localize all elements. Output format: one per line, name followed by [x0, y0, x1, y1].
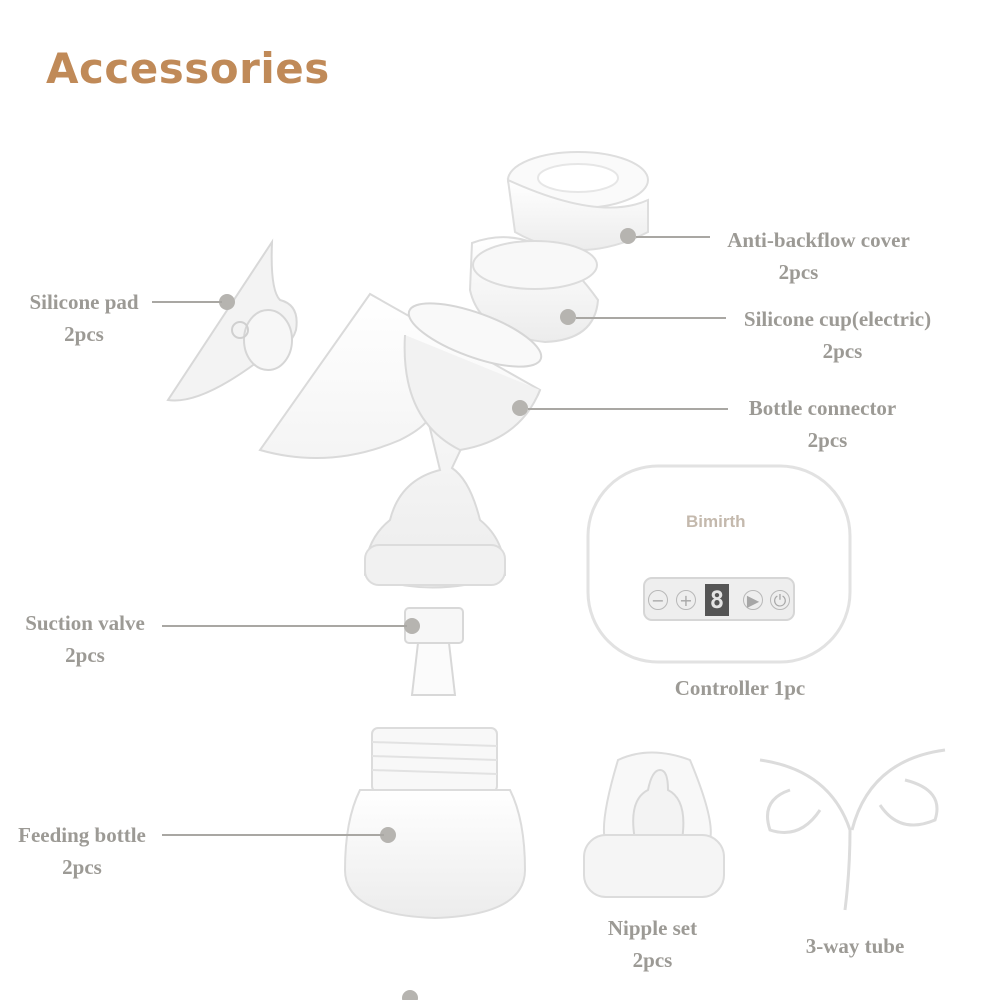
- digit-display: 8: [705, 584, 729, 616]
- feeding-bottle-leader: [162, 834, 384, 836]
- power-icon: ⏻: [770, 590, 790, 610]
- label-three-way-tube: 3-way tube: [785, 930, 925, 962]
- label-name: Suction valve: [25, 611, 145, 635]
- controller-image: [586, 464, 852, 664]
- bottom-marker-dot: [402, 990, 418, 1000]
- suction-valve-image: [404, 607, 464, 696]
- label-anti-backflow-cover: Anti-backflow cover 2pcs: [706, 224, 931, 288]
- label-silicone-pad: Silicone pad 2pcs: [14, 286, 154, 350]
- label-qty: 2pcs: [64, 322, 104, 346]
- anti-backflow-cover-dot: [620, 228, 636, 244]
- feeding-bottle-dot: [380, 827, 396, 843]
- silicone-cup-leader: [576, 317, 726, 319]
- label-name: Silicone cup(electric): [743, 307, 932, 331]
- bottle-connector-dot: [512, 400, 528, 416]
- label-qty: 2pcs: [632, 948, 673, 972]
- label-name: Controller 1pc: [674, 676, 806, 700]
- bottle-connector-leader: [528, 408, 728, 410]
- anti-backflow-cover-leader: [636, 236, 710, 238]
- label-feeding-bottle: Feeding bottle 2pcs: [2, 819, 162, 883]
- nipple-set-image: [583, 751, 725, 898]
- label-name: Silicone pad: [29, 290, 139, 314]
- three-way-tube-image: [759, 748, 946, 911]
- plus-button: +: [676, 590, 696, 610]
- label-name: Bottle connector: [748, 396, 897, 420]
- label-name: Feeding bottle: [18, 823, 146, 847]
- label-controller: Controller 1pc: [655, 672, 825, 704]
- feeding-bottle-image: [343, 727, 527, 920]
- label-qty: 2pcs: [65, 643, 105, 667]
- label-name: Anti-backflow cover: [727, 228, 910, 252]
- controller-brand-logo: Bimirth: [686, 512, 746, 531]
- label-bottle-connector: Bottle connector 2pcs: [730, 392, 915, 456]
- silicone-pad-image: [166, 238, 298, 402]
- page-title: Accessories: [46, 44, 330, 93]
- suction-valve-leader: [162, 625, 407, 627]
- silicone-cup-dot: [560, 309, 576, 325]
- minus-button: −: [648, 590, 668, 610]
- label-suction-valve: Suction valve 2pcs: [10, 607, 160, 671]
- bottle-connector-image: [258, 292, 543, 589]
- label-qty: 2pcs: [778, 260, 819, 284]
- label-name: 3-way tube: [805, 934, 905, 958]
- suction-valve-dot: [404, 618, 420, 634]
- label-silicone-cup: Silicone cup(electric) 2pcs: [720, 303, 955, 367]
- anti-backflow-cover-image: [506, 151, 649, 251]
- label-qty: 2pcs: [822, 339, 863, 363]
- label-name: Nipple set: [607, 916, 698, 940]
- silicone-pad-dot: [219, 294, 235, 310]
- play-pause-icon: ▶: [743, 590, 763, 610]
- silicone-pad-leader: [152, 301, 222, 303]
- label-qty: 2pcs: [62, 855, 102, 879]
- label-qty: 2pcs: [807, 428, 848, 452]
- label-nipple-set: Nipple set 2pcs: [595, 912, 710, 976]
